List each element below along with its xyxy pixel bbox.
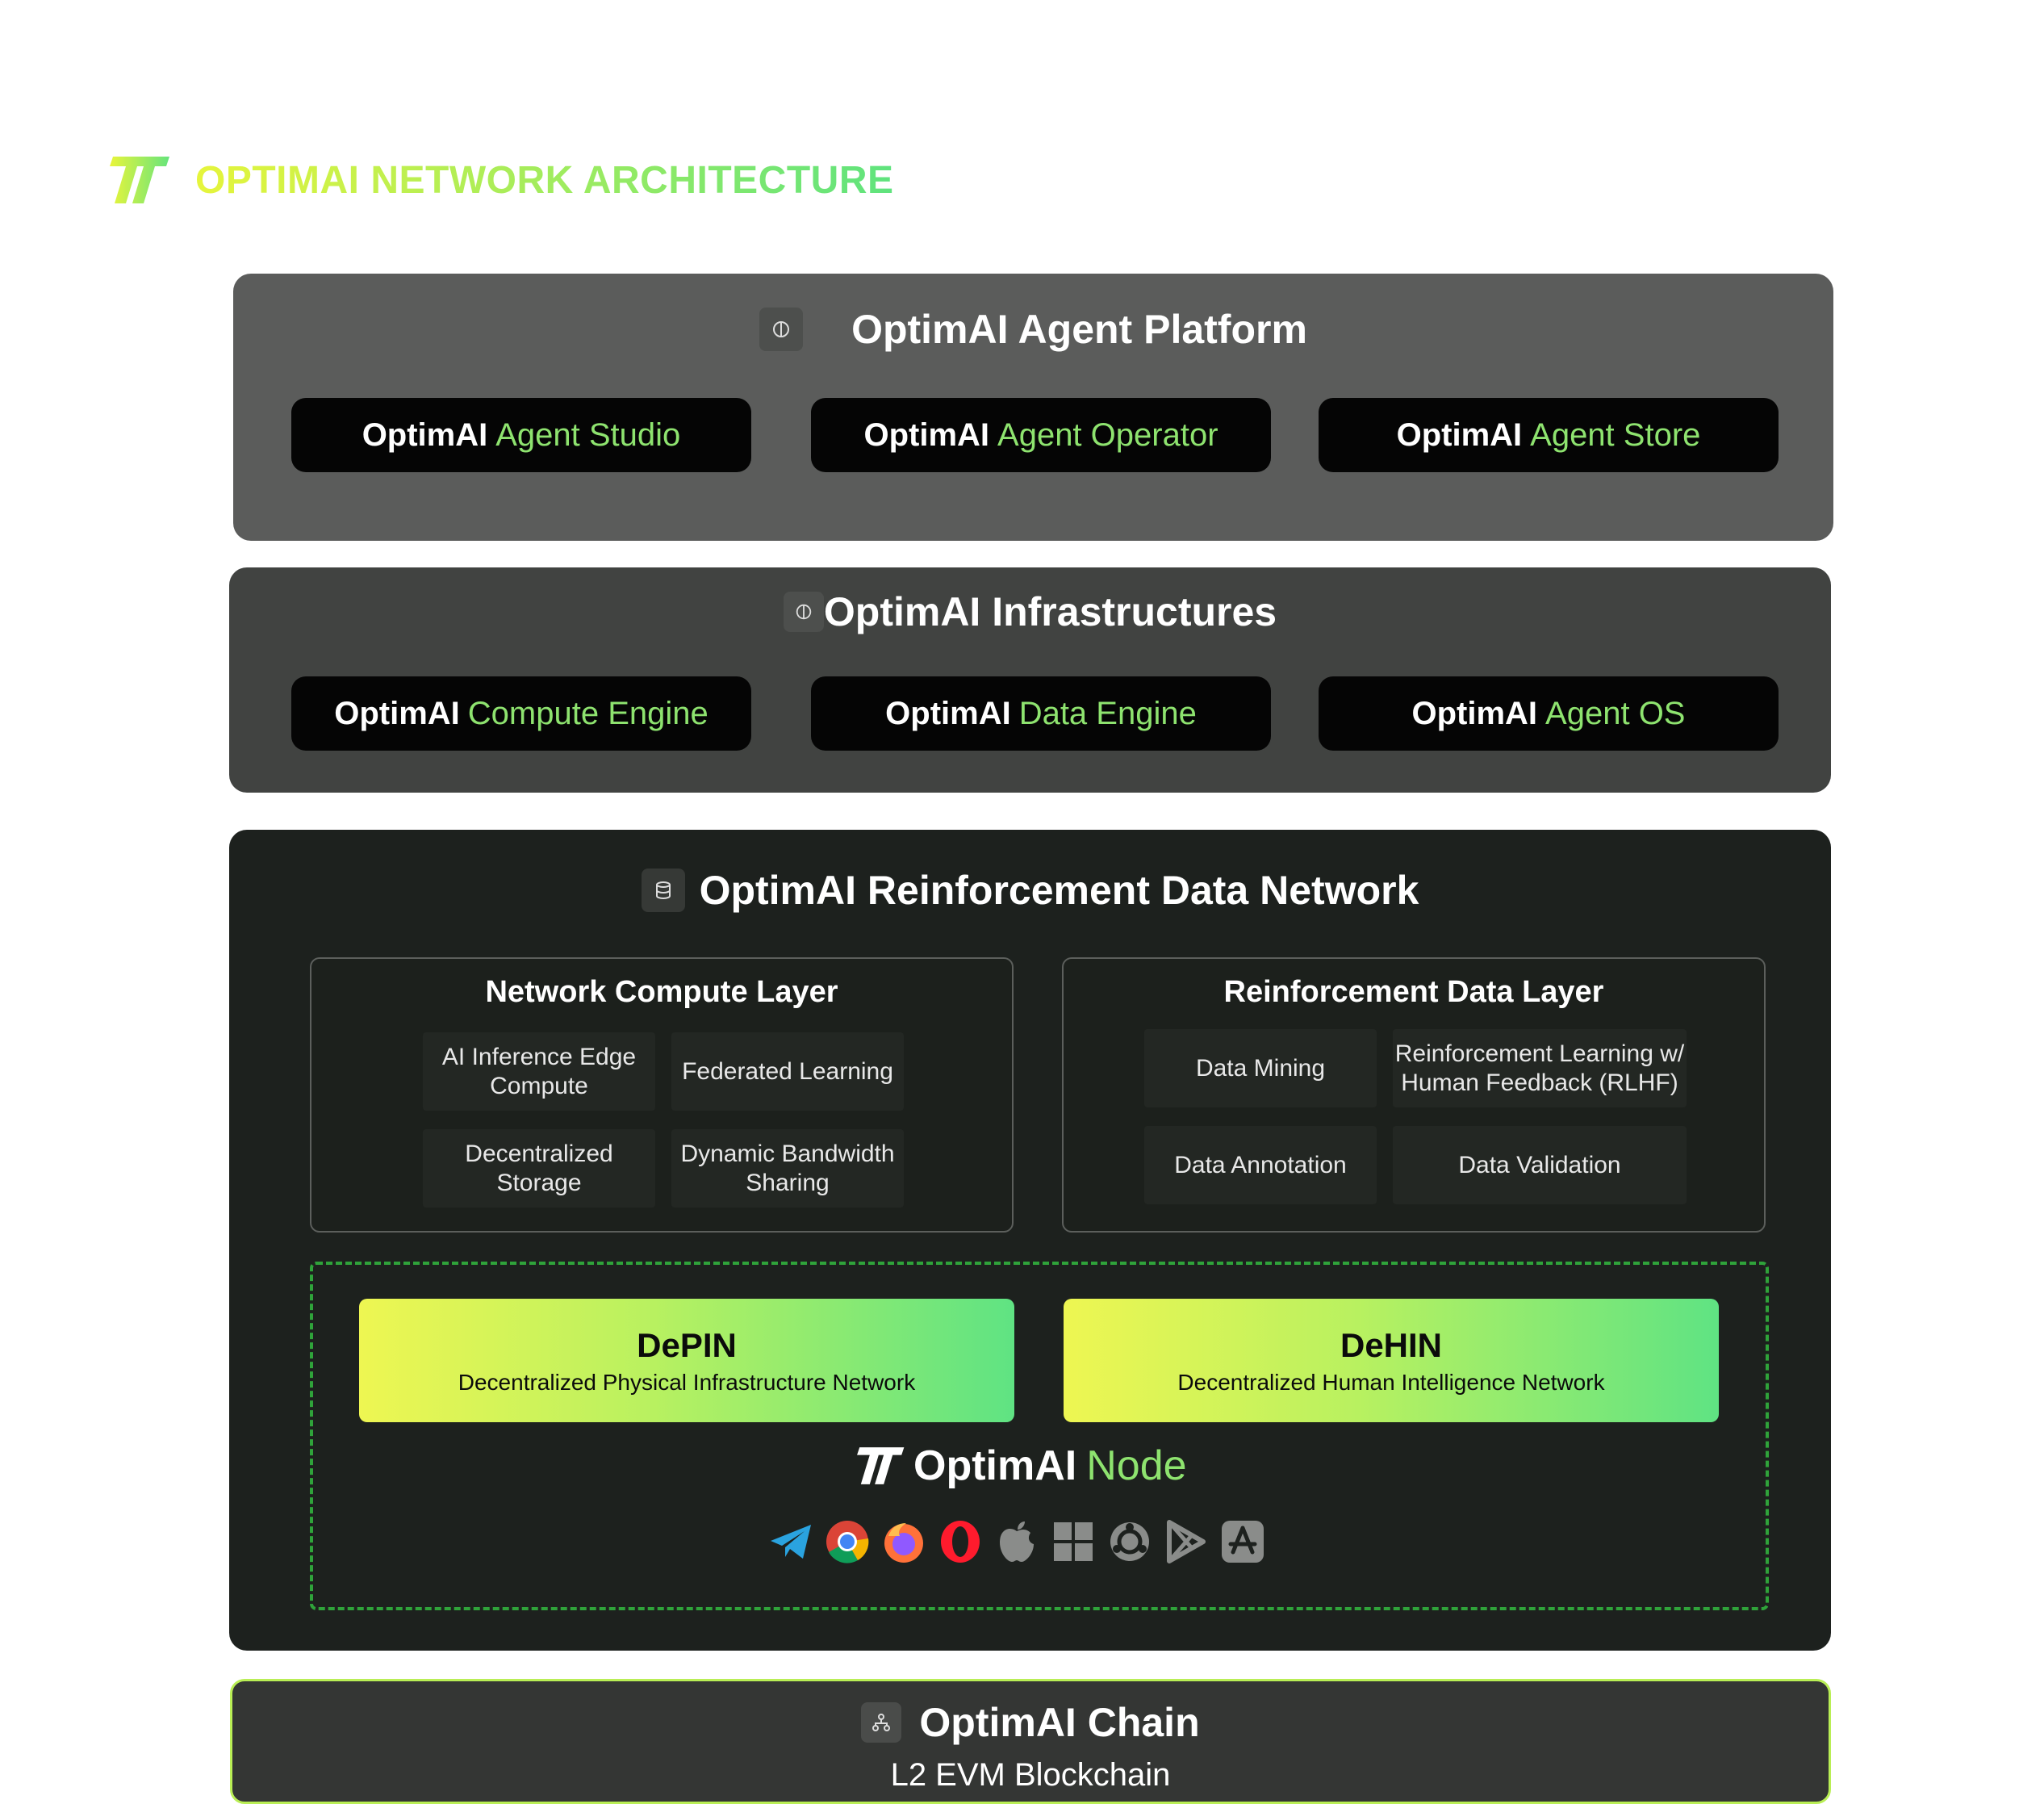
optimai-logo-icon xyxy=(857,1447,905,1484)
agent-operator-pill[interactable]: OptimAI Agent Operator xyxy=(811,398,1271,472)
chain-header: OptimAI Chain xyxy=(232,1699,1829,1746)
pill-name: Agent OS xyxy=(1545,695,1686,731)
opera-icon[interactable] xyxy=(938,1519,983,1564)
apple-icon[interactable] xyxy=(994,1519,1039,1564)
chrome-icon[interactable] xyxy=(825,1519,870,1564)
pill-prefix: OptimAI xyxy=(885,695,1011,731)
google-play-icon[interactable] xyxy=(1164,1519,1209,1564)
network-compute-layer: Network Compute Layer AI Inference Edge … xyxy=(310,957,1014,1233)
agent-platform-header: OptimAI Agent Platform xyxy=(233,306,1833,353)
pill-name: Agent Store xyxy=(1530,416,1701,453)
ubuntu-icon[interactable] xyxy=(1107,1519,1152,1564)
data-engine-pill[interactable]: OptimAI Data Engine xyxy=(811,676,1271,751)
firefox-icon[interactable] xyxy=(881,1519,926,1564)
compute-engine-pill[interactable]: OptimAI Compute Engine xyxy=(291,676,751,751)
agent-studio-pill[interactable]: OptimAI Agent Studio xyxy=(291,398,751,472)
optimai-logo-icon xyxy=(110,157,169,203)
optimai-node-label: OptimAI Node xyxy=(855,1442,1187,1490)
pill-prefix: OptimAI xyxy=(362,416,488,453)
network-icon xyxy=(861,1702,902,1743)
telegram-icon[interactable] xyxy=(768,1519,813,1564)
brain-icon xyxy=(759,308,804,351)
compute-cell-ai-inference: AI Inference Edge Compute xyxy=(423,1032,655,1111)
node-network-region xyxy=(310,1262,1769,1610)
agent-platform-title: OptimAI Agent Platform xyxy=(851,307,1307,352)
data-network-header: OptimAI Reinforcement Data Network xyxy=(229,867,1831,914)
infrastructures-header: OptimAI Infrastructures xyxy=(229,588,1831,635)
pill-name: Agent Studio xyxy=(495,416,681,453)
data-cell-rlhf: Reinforcement Learning w/ Human Feedback… xyxy=(1393,1029,1687,1107)
depin-title: DePIN xyxy=(637,1326,737,1364)
agent-platform-panel: OptimAI Agent Platform OptimAI Agent Stu… xyxy=(233,274,1833,541)
data-cell-data-validation: Data Validation xyxy=(1393,1126,1687,1204)
dehin-title: DeHIN xyxy=(1340,1326,1443,1364)
app-store-icon[interactable] xyxy=(1220,1519,1265,1564)
compute-layer-title: Network Compute Layer xyxy=(485,975,838,1009)
page-title: OPTIMAI NETWORK ARCHITECTURE xyxy=(195,158,894,202)
infrastructures-title: OptimAI Infrastructures xyxy=(823,589,1277,634)
pill-prefix: OptimAI xyxy=(334,695,460,731)
agent-os-pill[interactable]: OptimAI Agent OS xyxy=(1319,676,1779,751)
data-cell-data-annotation: Data Annotation xyxy=(1144,1126,1377,1204)
node-prefix: OptimAI xyxy=(913,1442,1077,1489)
reinforcement-data-layer: Reinforcement Data Layer Data Mining Rei… xyxy=(1062,957,1766,1233)
data-network-panel: OptimAI Reinforcement Data Network Netwo… xyxy=(229,830,1831,1651)
windows-icon[interactable] xyxy=(1051,1519,1096,1564)
brain-icon xyxy=(783,592,824,632)
infrastructures-panel: OptimAI Infrastructures OptimAI Compute … xyxy=(229,567,1831,793)
node-name: Node xyxy=(1086,1442,1187,1489)
data-cell-data-mining: Data Mining xyxy=(1144,1029,1377,1107)
depin-card: DePIN Decentralized Physical Infrastruct… xyxy=(359,1299,1014,1422)
pill-prefix: OptimAI xyxy=(1396,416,1523,453)
pill-prefix: OptimAI xyxy=(1411,695,1538,731)
compute-cell-decentralized-storage: Decentralized Storage xyxy=(423,1129,655,1208)
chain-panel: OptimAI Chain L2 EVM Blockchain xyxy=(230,1679,1831,1804)
compute-cell-federated-learning: Federated Learning xyxy=(671,1032,904,1111)
data-layer-title: Reinforcement Data Layer xyxy=(1223,975,1604,1009)
database-icon xyxy=(641,869,685,912)
platform-icons xyxy=(768,1519,1265,1564)
chain-subtitle: L2 EVM Blockchain xyxy=(890,1757,1171,1793)
pill-name: Agent Operator xyxy=(997,416,1218,453)
page-header: OPTIMAI NETWORK ARCHITECTURE xyxy=(110,153,894,207)
compute-cell-bandwidth-sharing: Dynamic Bandwidth Sharing xyxy=(671,1129,904,1208)
data-network-title: OptimAI Reinforcement Data Network xyxy=(699,868,1419,913)
depin-subtitle: Decentralized Physical Infrastructure Ne… xyxy=(458,1370,916,1395)
pill-name: Compute Engine xyxy=(467,695,709,731)
dehin-card: DeHIN Decentralized Human Intelligence N… xyxy=(1064,1299,1719,1422)
chain-title: OptimAI Chain xyxy=(919,1700,1200,1745)
dehin-subtitle: Decentralized Human Intelligence Network xyxy=(1177,1370,1605,1395)
pill-name: Data Engine xyxy=(1018,695,1197,731)
pill-prefix: OptimAI xyxy=(863,416,990,453)
agent-store-pill[interactable]: OptimAI Agent Store xyxy=(1319,398,1779,472)
